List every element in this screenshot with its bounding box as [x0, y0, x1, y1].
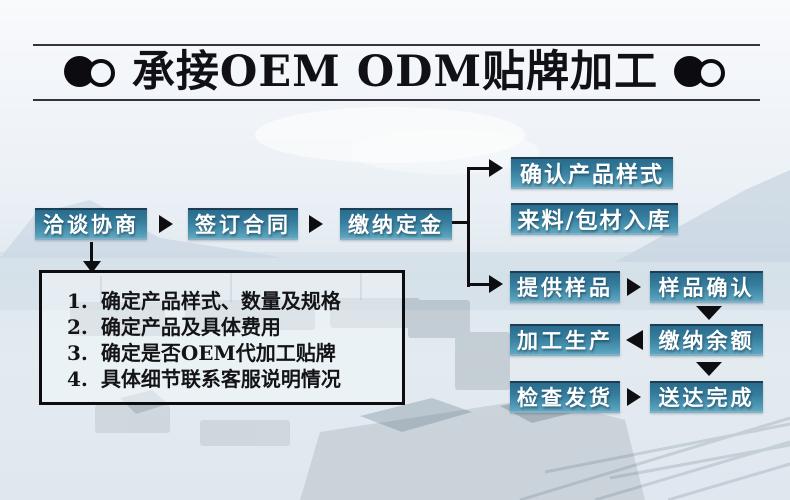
header-top-rule [33, 44, 760, 46]
note-text: 确定产品样式、数量及规格 [100, 289, 341, 313]
flow-step-negotiation: 洽谈协商 [35, 208, 147, 240]
left-circles-icon [63, 54, 116, 90]
connector-stub [452, 221, 470, 224]
outline-circle-icon [697, 59, 726, 87]
note-number: 1. [67, 289, 88, 313]
step-inspect-ship: 检查发货 [510, 381, 620, 413]
note-item: 2. 确定产品及具体费用 [67, 314, 394, 340]
arrow-right-icon [627, 388, 641, 406]
note-item: 1. 确定产品样式、数量及规格 [67, 288, 394, 314]
connector-top-branch [467, 167, 491, 170]
step-pay-balance: 缴纳余额 [650, 324, 763, 356]
note-number: 2. [67, 315, 88, 339]
flow-step-sign-contract: 签订合同 [188, 208, 298, 240]
branch-confirm-style: 确认产品样式 [511, 157, 673, 189]
header-bottom-rule [33, 99, 760, 101]
note-number: 3. [67, 341, 88, 365]
arrow-down-icon [696, 362, 722, 376]
connector-down [90, 242, 93, 264]
arrow-right-icon [309, 215, 323, 233]
branch-material-warehousing: 来料/包材入库 [511, 203, 678, 235]
arrow-right-icon [627, 278, 641, 296]
step-provide-sample: 提供样品 [510, 271, 620, 303]
right-circles-icon [674, 54, 726, 90]
note-item: 3. 确定是否OEM代加工贴牌 [67, 340, 394, 366]
connector-bottom-branch [467, 283, 491, 286]
step-sample-confirm: 样品确认 [650, 271, 763, 303]
header: 承接OEM ODM贴牌加工 [0, 46, 790, 98]
arrow-right-icon [489, 159, 503, 177]
flow-step-pay-deposit: 缴纳定金 [340, 208, 452, 240]
arrow-left-icon [626, 330, 643, 350]
note-item: 4. 具体细节联系客服说明情况 [67, 366, 394, 392]
outline-circle-icon [86, 59, 115, 87]
note-number: 4. [67, 367, 88, 391]
step-processing-production: 加工生产 [510, 324, 620, 356]
page-title: 承接OEM ODM贴牌加工 [131, 47, 659, 97]
note-text: 确定产品及具体费用 [100, 315, 281, 339]
arrow-down-icon [696, 306, 722, 320]
step-delivery-complete: 送达完成 [650, 381, 763, 413]
notes-box: 1. 确定产品样式、数量及规格 2. 确定产品及具体费用 3. 确定是否OEM代… [39, 270, 405, 405]
connector-vertical [467, 167, 470, 287]
note-text: 确定是否OEM代加工贴牌 [100, 341, 336, 365]
note-text: 具体细节联系客服说明情况 [100, 367, 341, 391]
arrow-right-icon [159, 215, 173, 233]
arrow-right-icon [489, 275, 503, 293]
